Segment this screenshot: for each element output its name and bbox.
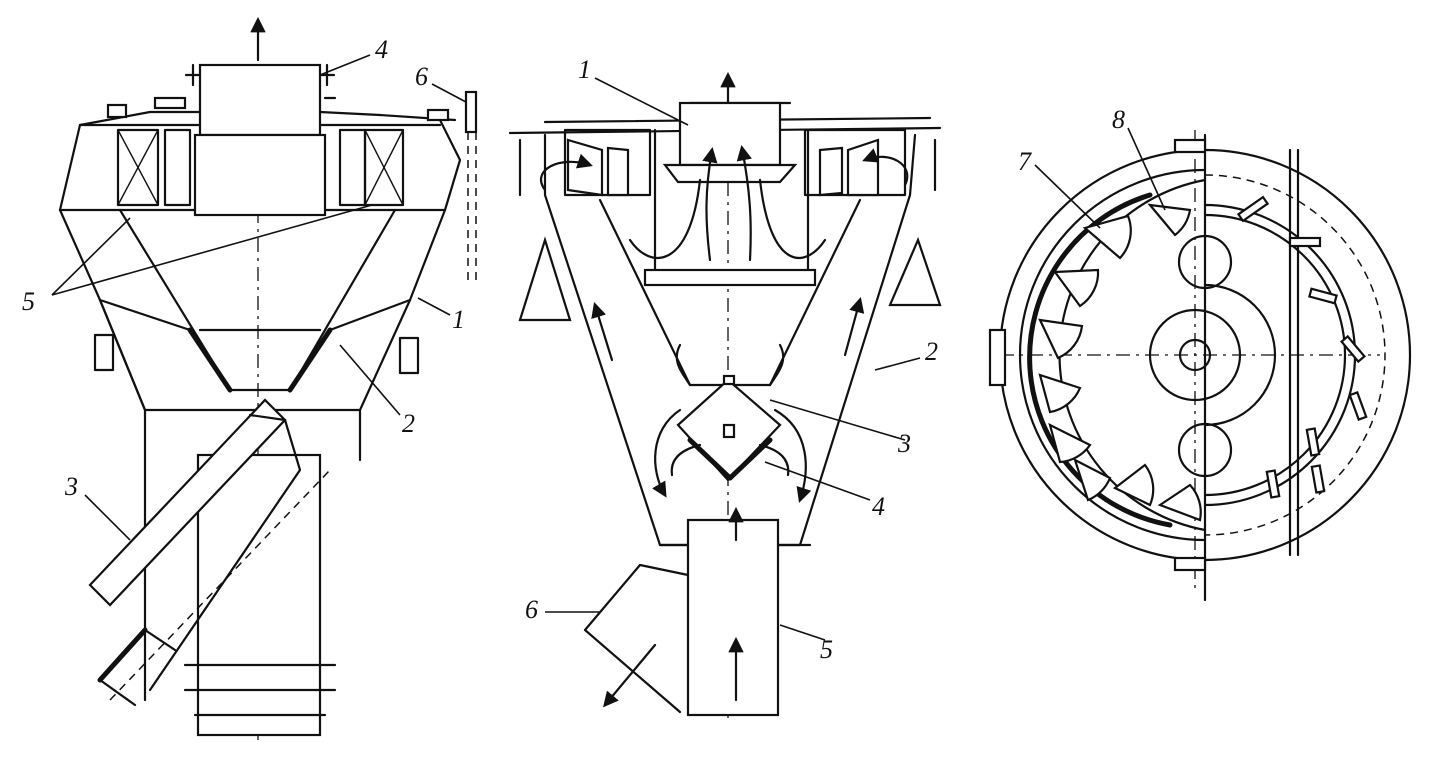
label-6: 6 xyxy=(415,62,428,91)
label-6: 6 xyxy=(525,595,538,624)
cone-body xyxy=(58,208,447,412)
leader-8 xyxy=(1127,127,1166,211)
leader-4 xyxy=(764,461,871,501)
outlet-pipe xyxy=(184,63,336,137)
hub-outer xyxy=(1148,308,1242,402)
label-3: 3 xyxy=(64,472,78,501)
leader-5 xyxy=(779,624,826,641)
top-cover xyxy=(78,96,457,127)
flow-arrows xyxy=(539,144,909,503)
mounting-tabs xyxy=(1236,195,1368,499)
discharge-chute xyxy=(583,563,690,714)
label-5: 5 xyxy=(22,287,35,316)
roller-bottom xyxy=(1177,422,1233,478)
label-8: 8 xyxy=(1112,105,1125,134)
leader-3 xyxy=(769,399,906,441)
lower-tube xyxy=(143,408,362,737)
leader-1 xyxy=(417,297,451,316)
blade-sectors xyxy=(1038,203,1202,522)
leader-5b xyxy=(51,204,373,296)
leader-4 xyxy=(319,54,371,76)
bottom-lug xyxy=(1173,556,1207,572)
middle-view: 1 2 3 4 5 6 xyxy=(508,55,942,720)
housing xyxy=(58,118,462,217)
leader-3 xyxy=(84,494,131,541)
label-4: 4 xyxy=(872,492,885,521)
deflector xyxy=(676,374,782,482)
leader-1 xyxy=(594,77,689,126)
outlet-box xyxy=(643,101,817,287)
label-2: 2 xyxy=(402,409,415,438)
label-1: 1 xyxy=(578,55,591,84)
left-view: 4 6 5 1 2 3 xyxy=(22,16,478,740)
leader-5a xyxy=(51,217,131,296)
label-4: 4 xyxy=(375,35,388,64)
label-1: 1 xyxy=(452,305,465,334)
inlet-pipe xyxy=(658,506,812,717)
inner-shell xyxy=(1018,168,1207,542)
label-7: 7 xyxy=(1018,147,1032,176)
label-3: 3 xyxy=(897,429,911,458)
hopper xyxy=(518,133,942,547)
roller-top xyxy=(1177,234,1233,290)
side-lug xyxy=(988,328,1007,387)
level-rod xyxy=(464,90,478,280)
leader-2 xyxy=(874,357,921,371)
label-5: 5 xyxy=(820,635,833,664)
right-view: 7 8 xyxy=(988,105,1412,602)
feed-pipe xyxy=(88,398,331,707)
leader-7 xyxy=(1034,164,1101,229)
leader-2 xyxy=(339,344,401,416)
leader-6 xyxy=(431,83,467,103)
shaft xyxy=(1178,338,1212,372)
top-lug xyxy=(1173,138,1207,154)
label-2: 2 xyxy=(925,337,938,366)
